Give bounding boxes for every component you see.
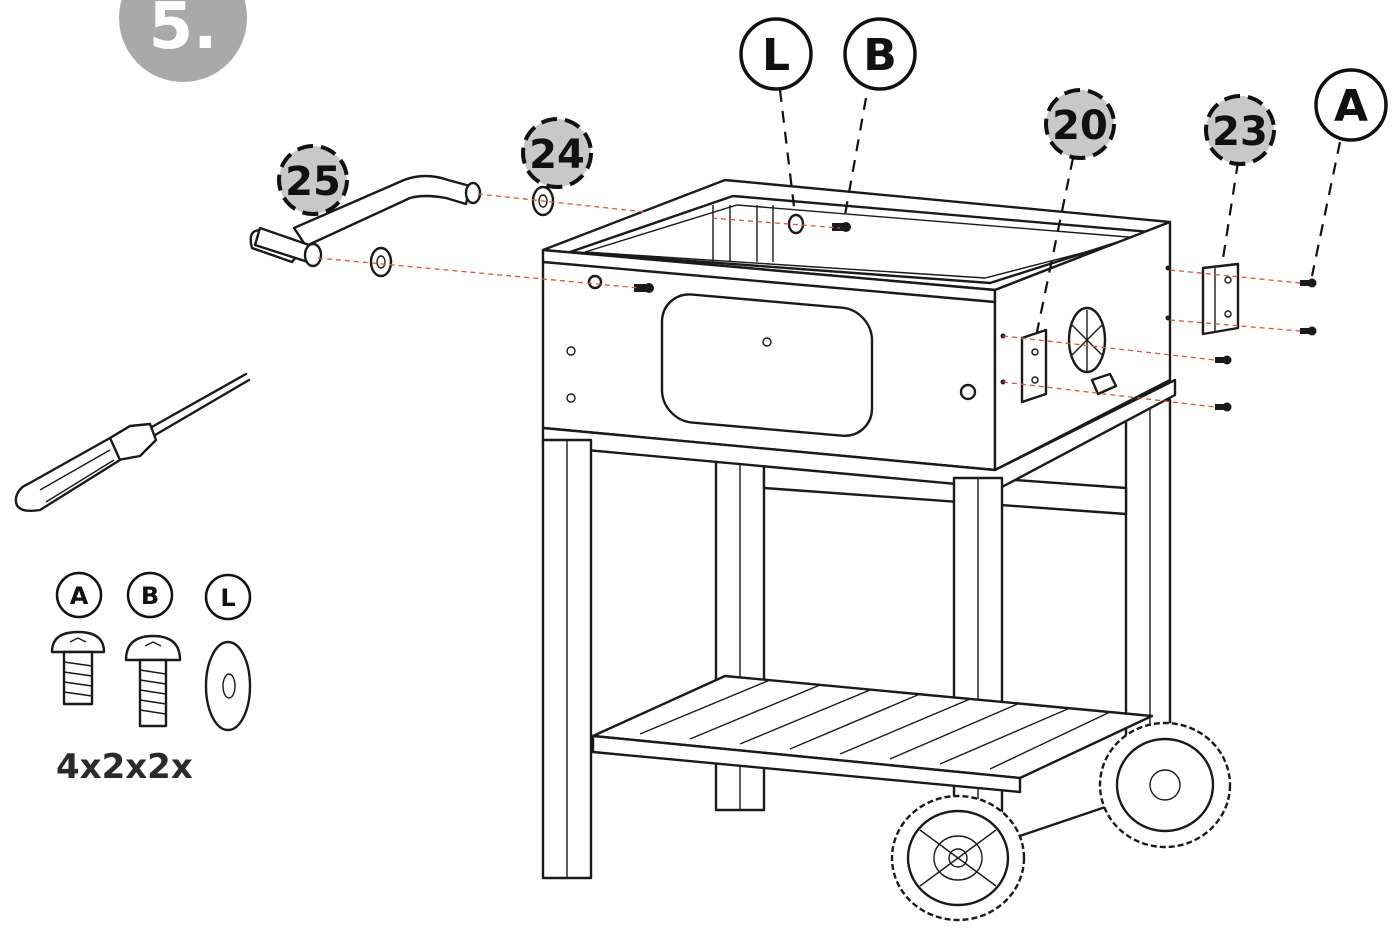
svg-text:A: A xyxy=(1334,81,1368,132)
handle-part-25 xyxy=(249,174,482,268)
back-wheel xyxy=(1098,721,1232,849)
washer-icon xyxy=(204,640,252,732)
svg-text:L: L xyxy=(762,30,790,81)
screw-icon xyxy=(50,630,106,706)
part-label-25: 25 xyxy=(277,144,349,216)
svg-text:20: 20 xyxy=(1052,103,1108,149)
side-screws-a xyxy=(1215,278,1317,412)
hardware-legend: A B xyxy=(50,571,252,787)
svg-text:24: 24 xyxy=(529,132,585,178)
legend-item-a: A xyxy=(50,571,106,706)
front-wheel xyxy=(890,794,1026,922)
assembly-guide-lines xyxy=(317,193,1301,408)
inner-bolt-b xyxy=(832,222,851,232)
part-label-23: 23 xyxy=(1204,94,1276,166)
step-number: 5. xyxy=(149,0,218,64)
hardware-label-a: A xyxy=(1314,68,1388,142)
lower-shelf xyxy=(591,674,1154,794)
legend-item-l: L xyxy=(204,573,252,732)
part-label-24: 24 xyxy=(521,117,593,189)
part-label-20: 20 xyxy=(1044,88,1116,160)
svg-text:B: B xyxy=(141,582,159,610)
front-bolt xyxy=(634,283,654,293)
svg-text:B: B xyxy=(863,30,897,81)
hardware-label-l: L xyxy=(739,17,813,91)
svg-text:23: 23 xyxy=(1212,109,1268,155)
svg-text:A: A xyxy=(70,582,89,610)
air-vent xyxy=(1067,306,1118,396)
hardware-quantity: 4x2x2x xyxy=(56,747,193,787)
firebox xyxy=(541,178,1177,490)
bracket-part-23 xyxy=(1201,262,1240,336)
hardware-label-b: B xyxy=(843,17,917,91)
bracket-part-20 xyxy=(1020,328,1048,404)
svg-text:25: 25 xyxy=(285,159,341,205)
leader-lines xyxy=(778,89,1342,333)
step-badge: 5. xyxy=(119,0,247,82)
screw-icon xyxy=(124,634,182,728)
legend-item-b: B xyxy=(124,571,182,728)
svg-text:L: L xyxy=(220,584,235,612)
screwdriver-icon xyxy=(14,372,251,512)
firebox-window xyxy=(660,293,874,437)
